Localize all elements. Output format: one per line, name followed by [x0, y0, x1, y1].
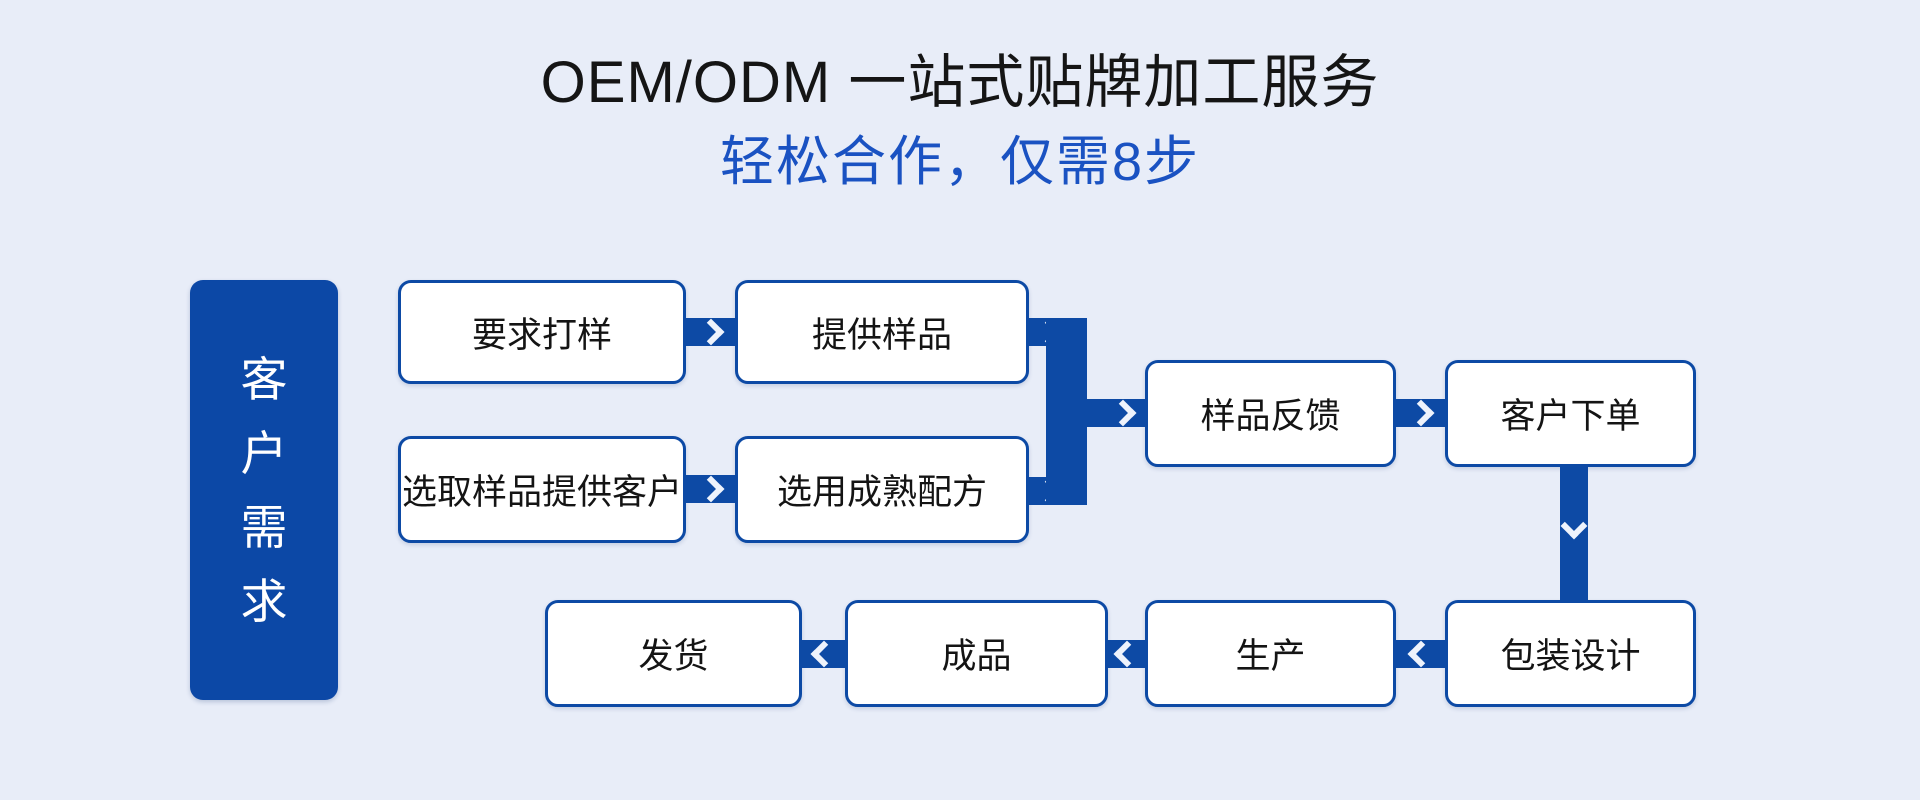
- step-label: 选用成熟配方: [776, 473, 987, 512]
- arrow-order-to-packaging: [1560, 467, 1588, 600]
- step-label: 发货: [638, 637, 709, 676]
- page-subtitle: 轻松合作，仅需8步: [719, 132, 1201, 192]
- customer-needs-panel: 客 户 需 求: [190, 280, 338, 700]
- page-title: OEM/ODM 一站式贴牌加工服务: [540, 50, 1380, 115]
- chevron-down-icon: [1560, 512, 1588, 539]
- step-request-sampling: 要求打样: [398, 280, 686, 384]
- step-label: 提供样品: [811, 315, 952, 355]
- arrow-production-to-finished: [1108, 640, 1145, 668]
- panel-char: 客: [240, 352, 288, 406]
- chevron-left-icon: [810, 640, 837, 668]
- step-use-mature-formula: 选用成熟配方: [735, 436, 1029, 543]
- step-sample-feedback: 样品反馈: [1145, 360, 1396, 467]
- step-shipping: 发货: [545, 600, 802, 707]
- chevron-right-icon: [1109, 399, 1137, 427]
- step-label: 选取样品提供客户: [401, 473, 682, 512]
- step-finished-product: 成品: [845, 600, 1108, 707]
- chevron-right-icon: [1407, 399, 1434, 427]
- step-select-samples-for-customer: 选取样品提供客户: [398, 436, 686, 543]
- arrow-merge-to-feedback: [1087, 399, 1145, 427]
- step-label: 样品反馈: [1200, 397, 1341, 436]
- panel-char: 求: [240, 574, 288, 628]
- step-production: 生产: [1145, 600, 1396, 707]
- merge-vertical-bar: [1046, 318, 1087, 505]
- step-customer-order: 客户下单: [1445, 360, 1696, 467]
- panel-char: 户: [240, 426, 288, 480]
- arrow-select-to-formula: [686, 475, 735, 503]
- chevron-left-icon: [1407, 640, 1434, 668]
- arrow-finished-to-shipping: [802, 640, 845, 668]
- chevron-right-icon: [697, 475, 724, 503]
- step-label: 包装设计: [1500, 637, 1641, 676]
- step-label: 生产: [1235, 637, 1306, 676]
- step-label: 成品: [941, 637, 1012, 676]
- panel-char: 需: [240, 500, 288, 554]
- step-packaging-design: 包装设计: [1445, 600, 1696, 707]
- step-label: 客户下单: [1500, 397, 1641, 436]
- step-label: 要求打样: [471, 315, 612, 355]
- arrow-feedback-to-order: [1396, 399, 1445, 427]
- step-provide-samples: 提供样品: [735, 280, 1029, 384]
- arrow-request-to-provide: [686, 318, 735, 346]
- chevron-left-icon: [1113, 640, 1140, 668]
- chevron-right-icon: [697, 318, 724, 346]
- arrow-packaging-to-production: [1396, 640, 1445, 668]
